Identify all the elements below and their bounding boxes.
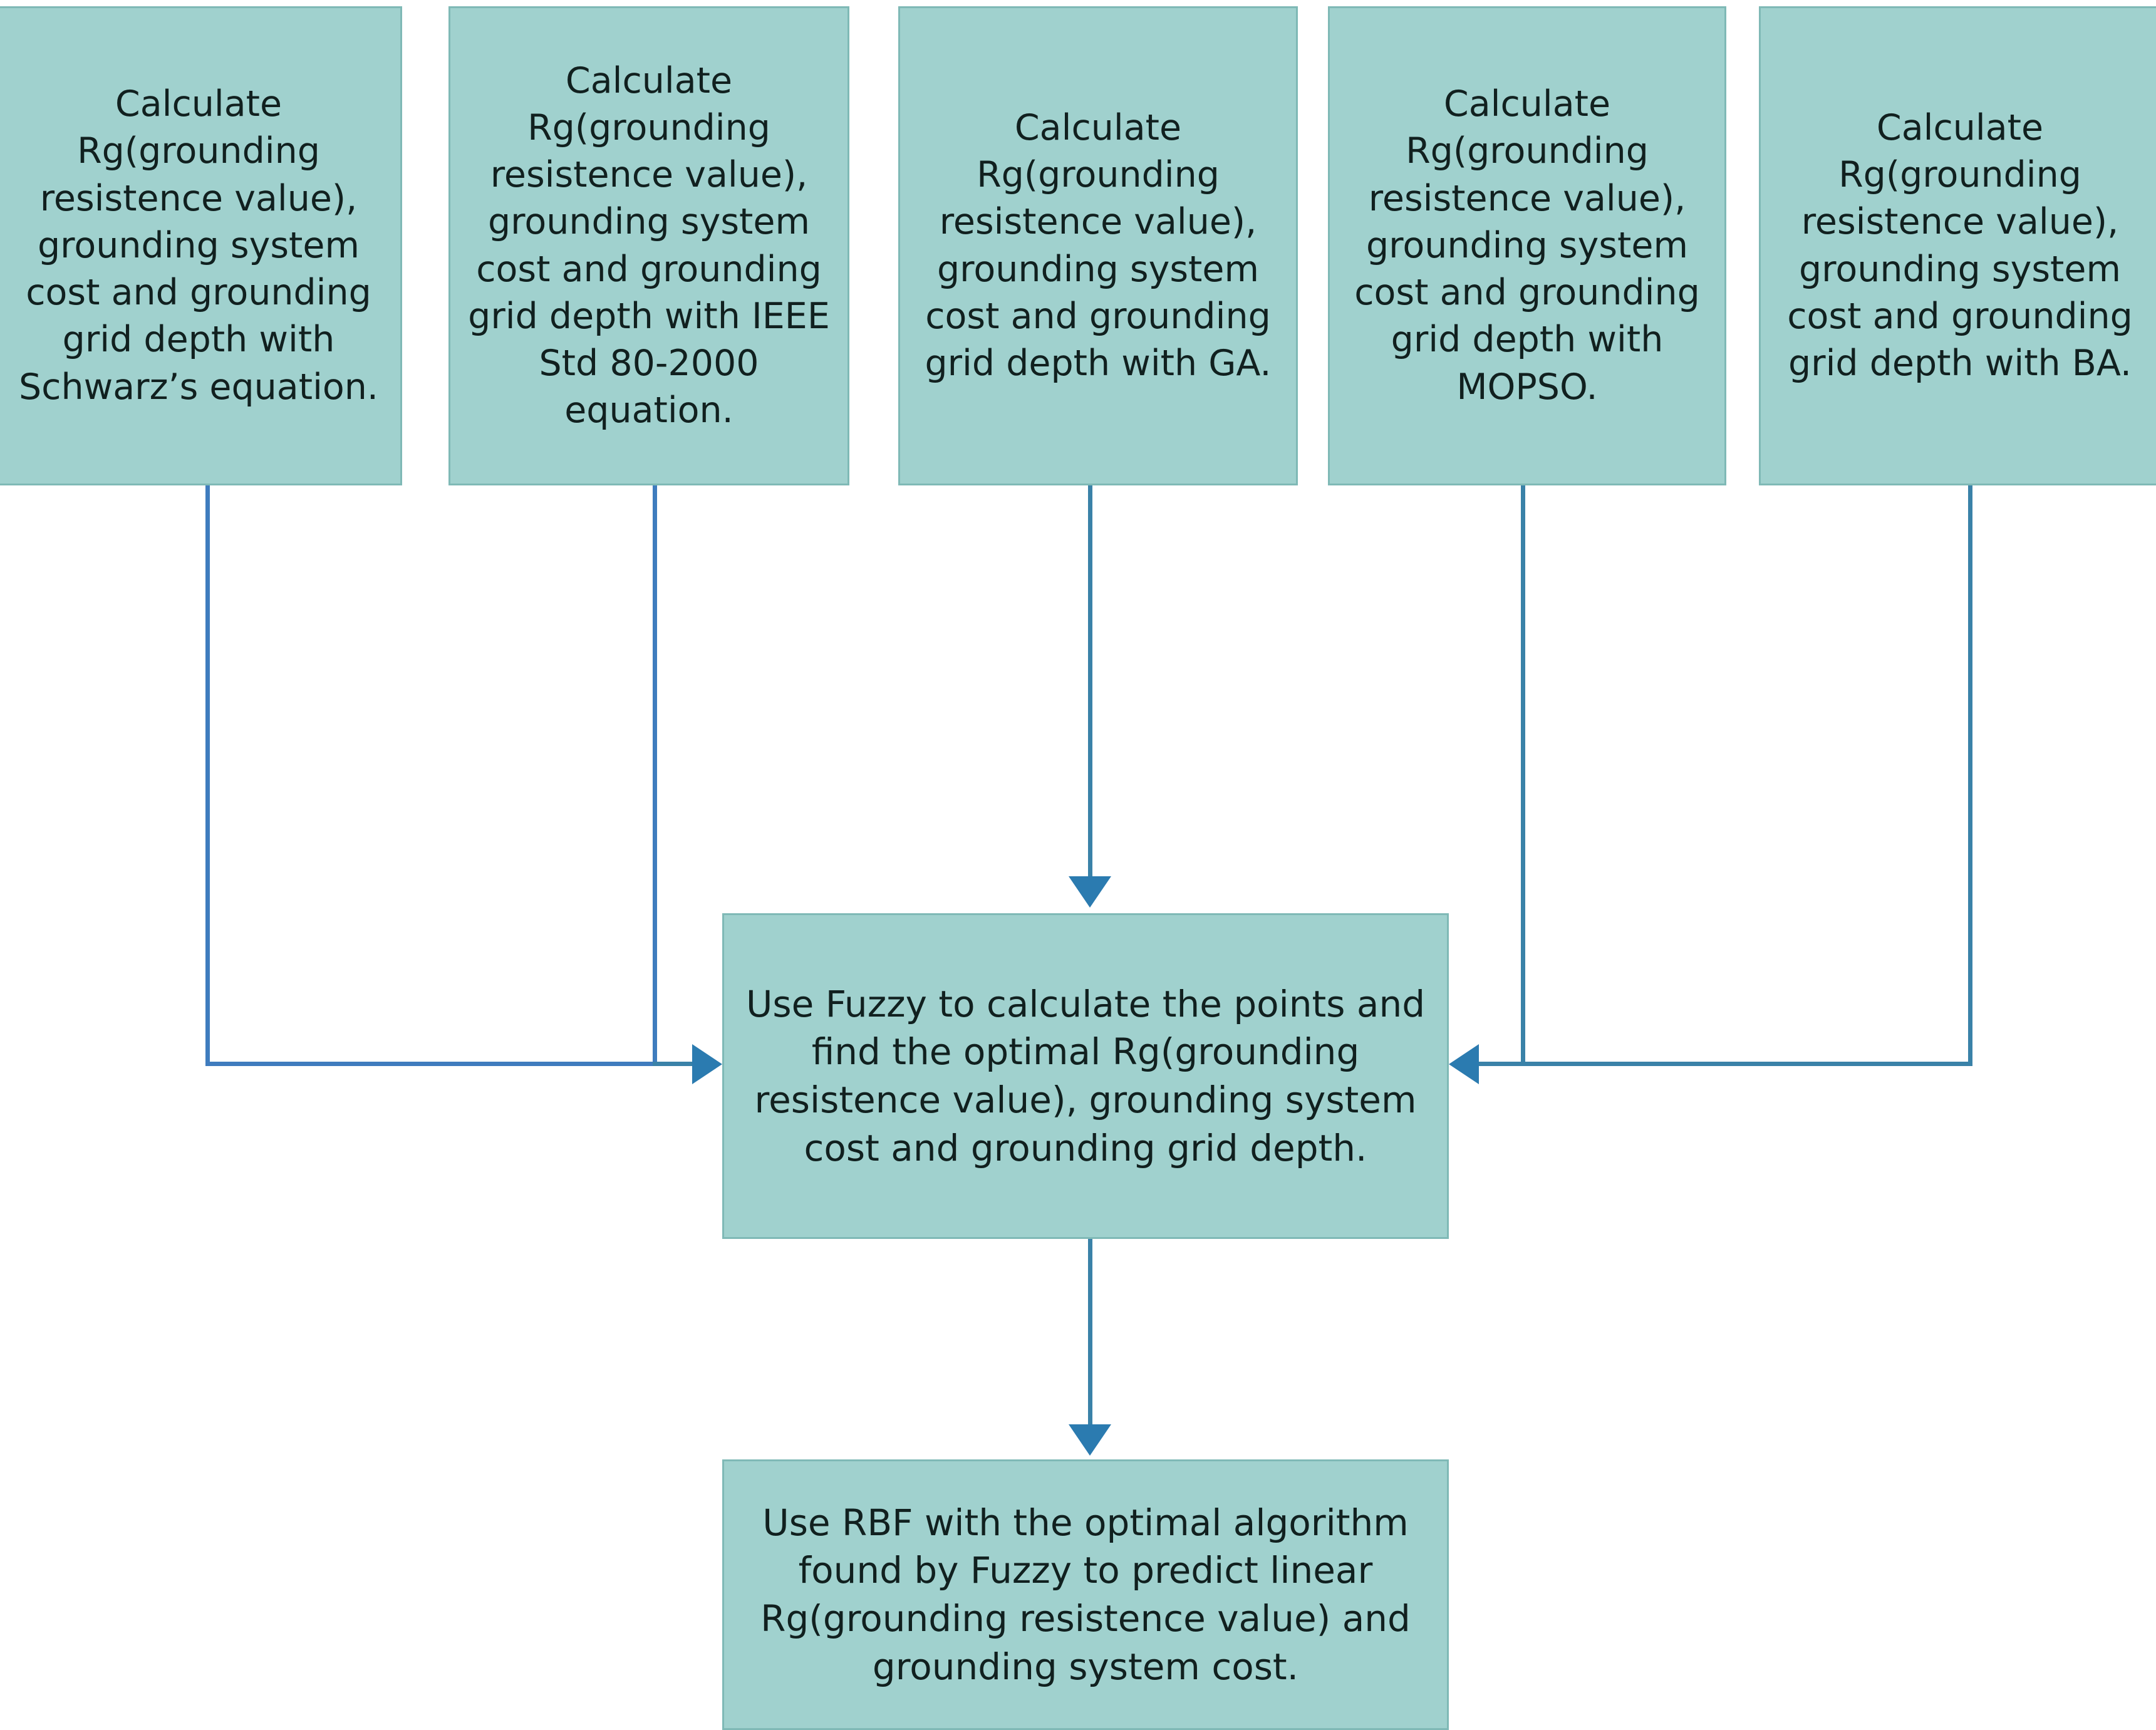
edge-ieee-horizontal [653,1062,692,1066]
node-fuzzy-optimization[interactable]: Use Fuzzy to calculate the points and fi… [722,913,1449,1239]
node-rbf-prediction[interactable]: Use RBF with the optimal algorithm found… [722,1459,1449,1730]
edge-ba-horizontal [1478,1062,1972,1066]
node-schwarz-equation[interactable]: Calculate Rg(grounding resistence value)… [0,6,402,485]
edge-schwarz-horizontal [205,1062,688,1066]
edge-schwarz-vertical [205,485,210,1066]
node-ga[interactable]: Calculate Rg(grounding resistence value)… [898,6,1298,485]
edge-ieee-vertical [653,485,657,1066]
node-ba[interactable]: Calculate Rg(grounding resistence value)… [1759,6,2156,485]
arrowhead-into-rbf [1069,1424,1111,1456]
edge-fuzzy-to-rbf-vertical [1088,1239,1092,1424]
arrowhead-top-into-fuzzy [1069,876,1111,908]
edge-ga-vertical [1088,485,1092,876]
edge-ba-vertical [1968,485,1972,1066]
arrowhead-right-into-fuzzy [1449,1044,1479,1084]
arrowhead-left-into-fuzzy [692,1044,722,1084]
node-mopso[interactable]: Calculate Rg(grounding resistence value)… [1328,6,1726,485]
node-ieee-std-80-2000[interactable]: Calculate Rg(grounding resistence value)… [448,6,849,485]
edge-mopso-vertical [1521,485,1525,1066]
